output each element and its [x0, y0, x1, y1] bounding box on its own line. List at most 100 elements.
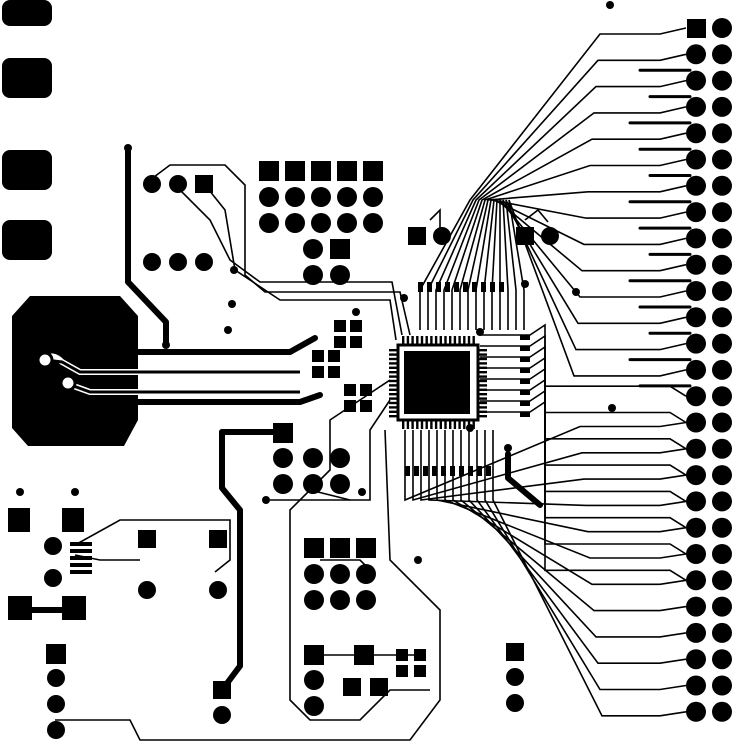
connector-pad	[712, 465, 732, 486]
smd-pad-small	[520, 390, 530, 395]
pad-square	[62, 596, 86, 620]
chip-pin	[458, 336, 461, 345]
chip-pin	[389, 371, 398, 374]
pad-square	[506, 643, 524, 661]
pad-square	[516, 227, 534, 245]
signal-trace	[524, 208, 549, 223]
pad-square	[213, 681, 231, 699]
smd-pad-small	[520, 401, 530, 406]
smd-pad-small	[432, 466, 437, 476]
pad-square	[304, 645, 324, 665]
connector-pad	[712, 175, 732, 196]
smd-pin	[70, 556, 92, 560]
header-pad-square	[330, 538, 350, 558]
connector-pad	[712, 254, 732, 275]
smd-pad	[396, 649, 408, 661]
pad	[209, 581, 227, 599]
pad	[44, 569, 62, 587]
pad	[138, 581, 156, 599]
chip-pin	[389, 410, 398, 413]
chip-pins	[389, 336, 487, 429]
via	[262, 496, 270, 504]
pad-square	[138, 530, 156, 548]
chip-pin	[411, 336, 414, 345]
signal-trace	[428, 430, 687, 507]
chip-pin	[389, 375, 398, 378]
signal-trace	[429, 208, 441, 234]
smd-pad-small	[520, 357, 530, 362]
chip-pin	[434, 336, 438, 345]
via	[124, 144, 132, 152]
pad	[506, 694, 524, 712]
chip-pin	[389, 362, 398, 365]
chip-pin	[416, 420, 419, 429]
signal-trace	[289, 379, 430, 721]
chip-pin	[389, 379, 398, 383]
pad-square	[46, 644, 66, 664]
via	[504, 444, 512, 452]
pad-square	[354, 645, 374, 665]
smd-pad	[312, 350, 324, 362]
signal-trace	[174, 184, 403, 336]
connector-pad	[712, 412, 732, 433]
smd-pad-small	[450, 466, 455, 476]
smd-pad	[312, 366, 324, 378]
smd-pad-small	[472, 282, 477, 292]
pad	[304, 696, 324, 716]
chip-pin	[406, 420, 410, 429]
header-pad	[273, 448, 293, 468]
pad	[304, 670, 324, 690]
chip-pin	[425, 420, 428, 429]
connector-pad	[686, 491, 706, 512]
chip-pin	[472, 420, 475, 429]
pad	[143, 253, 161, 271]
chip-pin	[478, 371, 487, 374]
pad	[213, 706, 231, 724]
chip-pin	[467, 336, 471, 345]
right-connector	[686, 18, 732, 722]
connector-pad	[712, 570, 732, 591]
connector-pad	[712, 675, 732, 696]
connector-pad-square	[687, 19, 706, 38]
header-pad-square	[363, 161, 383, 181]
via	[16, 488, 24, 496]
smd-pad-small	[481, 282, 486, 292]
smd-pad	[360, 400, 372, 412]
connector-pad	[686, 412, 706, 433]
connector-pad	[712, 228, 732, 249]
chip-pin	[478, 388, 487, 391]
connector-pad	[686, 359, 706, 380]
connector-pad	[686, 123, 706, 144]
signal-trace	[460, 430, 687, 612]
smd-pin	[70, 542, 92, 546]
connector-pad	[712, 386, 732, 407]
connector-pad	[712, 333, 732, 354]
connector-pad	[712, 701, 732, 722]
chip-pin	[389, 349, 398, 352]
chip-pin	[467, 420, 471, 429]
header-pad	[330, 564, 350, 584]
pad-square	[62, 508, 84, 532]
chip-pin	[411, 420, 414, 429]
signal-trace	[419, 27, 687, 330]
chip-pin	[478, 357, 487, 361]
smd-pin	[70, 570, 92, 574]
header-pad	[259, 213, 279, 233]
footprints	[8, 161, 559, 739]
pad-square	[343, 678, 361, 696]
pad	[169, 175, 187, 193]
chip-pin	[444, 336, 447, 345]
pad	[47, 695, 65, 713]
signal-trace	[484, 430, 687, 691]
connector-pad	[712, 281, 732, 301]
chip-pin	[439, 336, 442, 345]
header-pad-square	[311, 161, 331, 181]
chip-pin	[478, 366, 487, 369]
via	[476, 328, 484, 336]
connector-pad	[712, 438, 732, 459]
header-pad-square	[259, 161, 279, 181]
chip-pin	[478, 401, 487, 405]
chip-pin	[389, 393, 398, 396]
header-pad	[330, 474, 350, 494]
header-pad	[303, 448, 323, 468]
